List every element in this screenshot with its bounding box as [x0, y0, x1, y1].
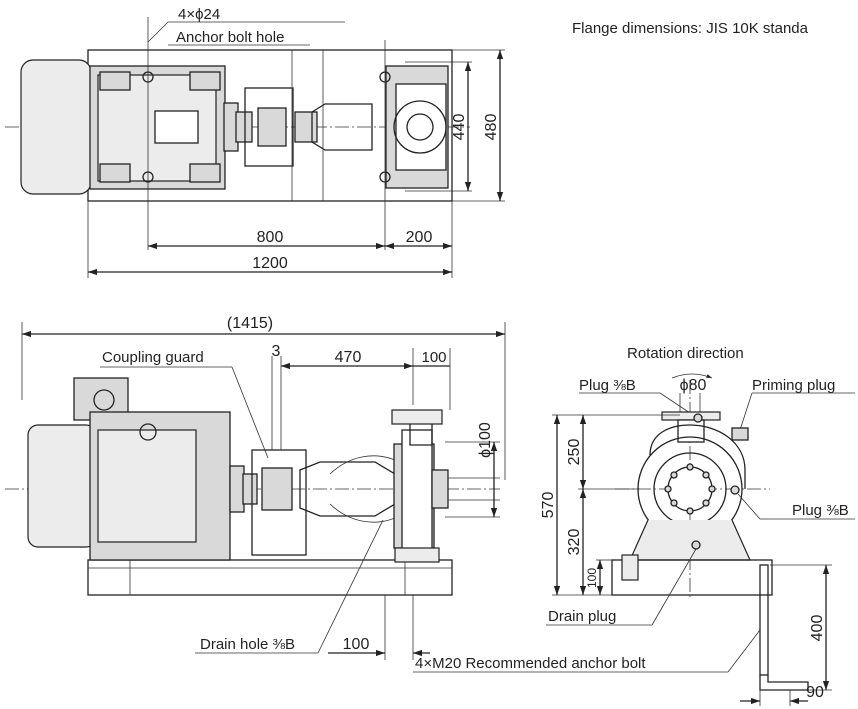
dim-1415: (1415) — [227, 315, 273, 332]
dim-1200: 1200 — [252, 255, 288, 272]
end-view: Rotation direction ϕ80 Plug ⅜B Priming p… — [540, 345, 855, 706]
dim-800: 800 — [257, 229, 284, 246]
priming-plug-label: Priming plug — [752, 377, 835, 394]
dim-320: 320 — [566, 529, 583, 556]
dim-90: 90 — [806, 684, 824, 701]
dim-250: 250 — [566, 439, 583, 466]
dim-100-top: 100 — [421, 349, 446, 366]
side-view: (1415) 3 — [5, 315, 506, 660]
coupling-guard-label: Coupling guard — [102, 349, 204, 366]
dim-phi100: ϕ100 — [477, 422, 494, 458]
top-view: 4×ϕ24 Anchor bolt hole 440 480 800 200 1… — [5, 6, 505, 278]
flange-note: Flange dimensions: JIS 10K standa — [572, 20, 809, 37]
dim-3: 3 — [272, 343, 281, 360]
drain-hole-label: Drain hole ⅜B — [200, 636, 295, 653]
dim-440: 440 — [451, 114, 468, 141]
dim-100-bottom: 100 — [343, 636, 370, 653]
dim-470: 470 — [335, 349, 362, 366]
dim-100-end: 100 — [585, 568, 599, 588]
dim-570: 570 — [540, 492, 557, 519]
anchor-note: 4×M20 Recommended anchor bolt — [415, 655, 646, 672]
anchor-bolt-count: 4×ϕ24 — [178, 6, 220, 23]
plug-top-label: Plug ⅜B — [579, 377, 636, 394]
anchor-bolt-label: Anchor bolt hole — [176, 29, 284, 46]
dim-400: 400 — [809, 615, 826, 642]
plug-right-label: Plug ⅜B — [792, 502, 849, 519]
dim-200: 200 — [406, 229, 433, 246]
rotation-label: Rotation direction — [627, 345, 744, 362]
dim-phi80: ϕ80 — [680, 377, 707, 394]
dim-480: 480 — [483, 114, 500, 141]
drain-plug-label: Drain plug — [548, 608, 616, 625]
